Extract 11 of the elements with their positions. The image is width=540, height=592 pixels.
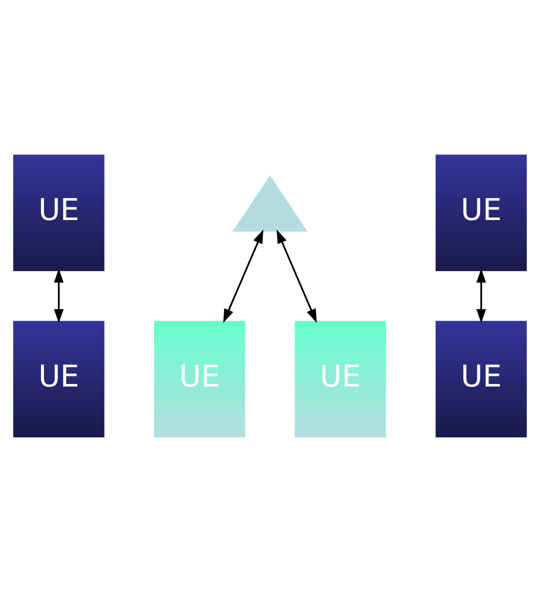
node-box: UE (13, 154, 104, 272)
node-box: UE (13, 320, 104, 438)
node-triangle (232, 175, 308, 232)
node-box: UE (294, 320, 386, 438)
node-box: UE (436, 154, 527, 272)
arrow (276, 230, 317, 323)
node-box: UE (154, 320, 246, 438)
node-box: UE (436, 320, 527, 438)
arrow (223, 230, 264, 323)
arrow (476, 268, 486, 323)
arrow (54, 268, 64, 323)
